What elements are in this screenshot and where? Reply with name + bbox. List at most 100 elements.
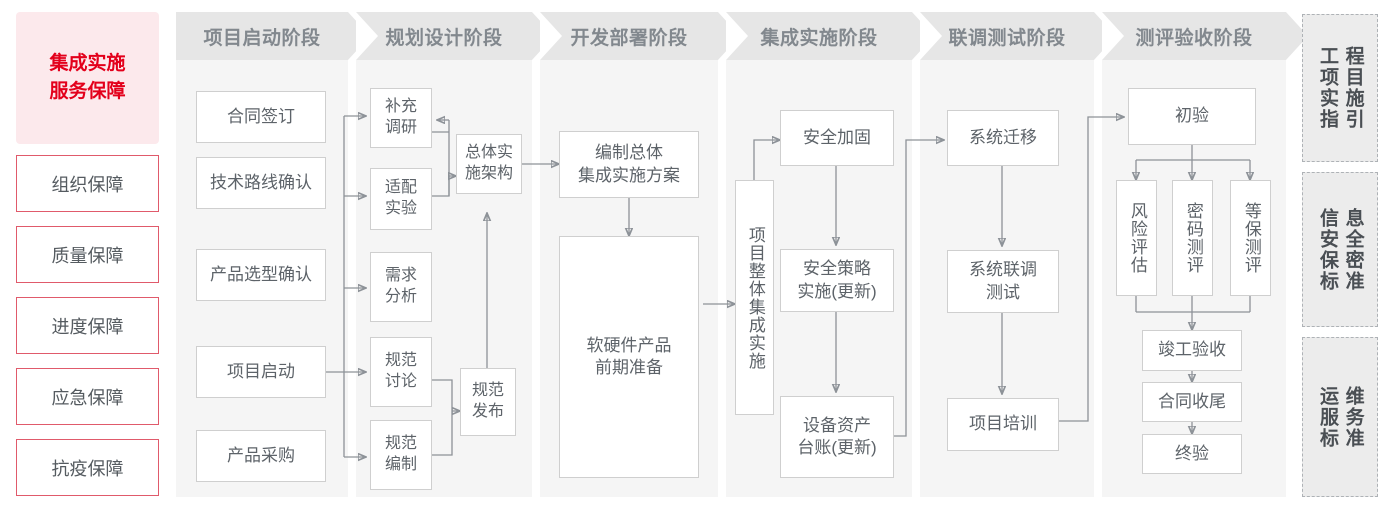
node-contract-closeout[interactable]: 合同收尾 — [1142, 382, 1242, 422]
node-label-line2: 发布 — [471, 403, 504, 420]
node-overall-project-integration[interactable]: 项目整体集成实施 — [735, 180, 774, 415]
node-label: 产品采购 — [227, 445, 295, 465]
chevron-notch-icon — [540, 12, 562, 60]
phase-title: 开发部署阶段 — [570, 27, 688, 49]
node-final-acceptance[interactable]: 终验 — [1142, 434, 1242, 474]
node-project-training[interactable]: 项目培训 — [947, 398, 1059, 451]
sidebar-item-emergency[interactable]: 应急保障 — [16, 368, 159, 425]
node-overall-implementation-architecture[interactable]: 总体实 施架构 — [456, 134, 522, 194]
phase-header-2[interactable]: 规划设计阶段 — [356, 12, 554, 60]
standard-text-left: 运服标 — [1317, 385, 1338, 449]
node-label: 密码测评 — [1183, 202, 1203, 274]
phase-header-3[interactable]: 开发部署阶段 — [540, 12, 740, 60]
node-security-hardening[interactable]: 安全加固 — [780, 110, 894, 166]
node-label-line2: 实施(更新) — [797, 281, 877, 301]
node-compile-overall-integration-plan[interactable]: 编制总体 集成实施方案 — [559, 131, 699, 198]
phase-title: 集成实施阶段 — [760, 27, 878, 49]
sidebar-item-epidemic[interactable]: 抗疫保障 — [16, 439, 159, 496]
node-label-line2: 台账(更新) — [797, 438, 877, 457]
sidebar-header-line1: 集成实施 — [49, 53, 126, 75]
node-supplementary-research[interactable]: 补充 调研 — [370, 88, 432, 148]
standard-operation-maintenance-service[interactable]: 运服标 维务准 — [1302, 337, 1378, 497]
node-spec-publication[interactable]: 规范 发布 — [460, 368, 516, 436]
phase-title: 规划设计阶段 — [385, 27, 503, 49]
sidebar-item-schedule[interactable]: 进度保障 — [16, 297, 159, 354]
sidebar-item-label: 应急保障 — [51, 387, 124, 408]
node-initial-acceptance[interactable]: 初验 — [1128, 88, 1256, 145]
node-label: 项目培训 — [969, 414, 1037, 434]
node-label-line1: 需求 — [384, 267, 417, 285]
sidebar-item-label: 质量保障 — [51, 245, 124, 266]
node-label-line2: 集成实施方案 — [578, 165, 680, 185]
node-project-kickoff[interactable]: 项目启动 — [196, 346, 326, 398]
standard-text-right: 维务准 — [1342, 385, 1364, 449]
node-label: 安全加固 — [803, 127, 871, 147]
node-label: 合同签订 — [227, 106, 295, 126]
sidebar-item-quality[interactable]: 质量保障 — [16, 226, 159, 283]
node-label: 项目整体集成实施 — [745, 225, 765, 370]
node-label: 等保测评 — [1241, 202, 1261, 274]
node-completion-acceptance[interactable]: 竣工验收 — [1142, 330, 1242, 371]
node-risk-assessment[interactable]: 风险评估 — [1116, 180, 1157, 296]
node-label-line1: 编制总体 — [595, 143, 663, 163]
chevron-notch-icon — [726, 12, 748, 60]
node-label-line2: 讨论 — [384, 373, 417, 390]
node-label-line1: 软硬件产品 — [586, 335, 672, 355]
standard-text-left: 工项实指 — [1317, 46, 1338, 130]
node-system-joint-debug-test[interactable]: 系统联调 测试 — [947, 250, 1059, 313]
chevron-notch-icon — [356, 12, 378, 60]
phase-title: 测评验收阶段 — [1135, 27, 1253, 49]
phase-header-5[interactable]: 联调测试阶段 — [920, 12, 1116, 60]
sidebar-item-label: 组织保障 — [51, 174, 124, 195]
node-hardware-software-preparation[interactable]: 软硬件产品 前期准备 — [559, 236, 699, 478]
phase-title: 联调测试阶段 — [948, 27, 1066, 49]
node-equipment-asset-ledger[interactable]: 设备资产 台账(更新) — [780, 396, 894, 478]
node-label: 系统迁移 — [969, 127, 1037, 147]
node-product-selection-confirm[interactable]: 产品选型确认 — [196, 249, 326, 301]
node-adaptation-experiment[interactable]: 适配 实验 — [370, 168, 432, 230]
node-label: 项目启动 — [227, 361, 295, 381]
node-security-policy-implementation[interactable]: 安全策略 实施(更新) — [780, 249, 894, 312]
sidebar-item-organization[interactable]: 组织保障 — [16, 155, 159, 212]
node-label: 产品选型确认 — [210, 264, 312, 284]
node-label-line2: 实验 — [384, 200, 417, 217]
node-label-line1: 系统联调 — [969, 260, 1037, 280]
node-label-line2: 前期准备 — [595, 358, 663, 377]
standard-text-left: 信安保标 — [1317, 207, 1338, 292]
node-label: 竣工验收 — [1158, 340, 1226, 360]
node-product-procurement[interactable]: 产品采购 — [196, 430, 326, 482]
node-contract-signing[interactable]: 合同签订 — [196, 91, 326, 143]
node-label: 合同收尾 — [1158, 391, 1226, 411]
node-label-line2: 编制 — [384, 456, 417, 473]
node-label: 初验 — [1175, 106, 1209, 126]
phase-header-6[interactable]: 测评验收阶段 — [1102, 12, 1308, 60]
standard-text-right: 程目施引 — [1342, 46, 1364, 130]
node-spec-drafting[interactable]: 规范 编制 — [370, 420, 432, 490]
phase-header-1[interactable]: 项目启动阶段 — [176, 12, 370, 60]
standard-engineering-project-guideline[interactable]: 工项实指 程目施引 — [1302, 14, 1378, 162]
standard-information-security-confidentiality[interactable]: 信安保标 息全密准 — [1302, 172, 1378, 327]
node-tech-route-confirm[interactable]: 技术路线确认 — [196, 157, 326, 209]
node-requirement-analysis[interactable]: 需求 分析 — [370, 252, 432, 322]
node-cryptography-evaluation[interactable]: 密码测评 — [1172, 180, 1213, 296]
node-label-line2: 施架构 — [464, 165, 513, 182]
node-label-line1: 设备资产 — [802, 415, 871, 435]
node-label-line2: 分析 — [384, 288, 417, 305]
standard-text-right: 息全密准 — [1342, 207, 1364, 292]
node-system-migration[interactable]: 系统迁移 — [947, 110, 1059, 166]
node-label-line1: 规范 — [384, 352, 417, 370]
node-label-line1: 规范 — [471, 382, 504, 400]
node-spec-discussion[interactable]: 规范 讨论 — [370, 337, 432, 407]
node-label: 技术路线确认 — [210, 172, 312, 192]
node-label-line1: 总体实 — [464, 144, 513, 162]
sidebar-item-label: 进度保障 — [51, 316, 124, 337]
sidebar-item-label: 抗疫保障 — [51, 458, 124, 479]
phase-header-4[interactable]: 集成实施阶段 — [726, 12, 934, 60]
phase-title: 项目启动阶段 — [203, 27, 321, 49]
node-label-line1: 补充 — [384, 98, 417, 116]
node-label-line2: 测试 — [986, 282, 1020, 302]
sidebar-header: 集成实施 服务保障 — [16, 12, 159, 144]
node-grade-protection-evaluation[interactable]: 等保测评 — [1230, 180, 1271, 296]
node-label-line1: 安全策略 — [802, 259, 871, 279]
